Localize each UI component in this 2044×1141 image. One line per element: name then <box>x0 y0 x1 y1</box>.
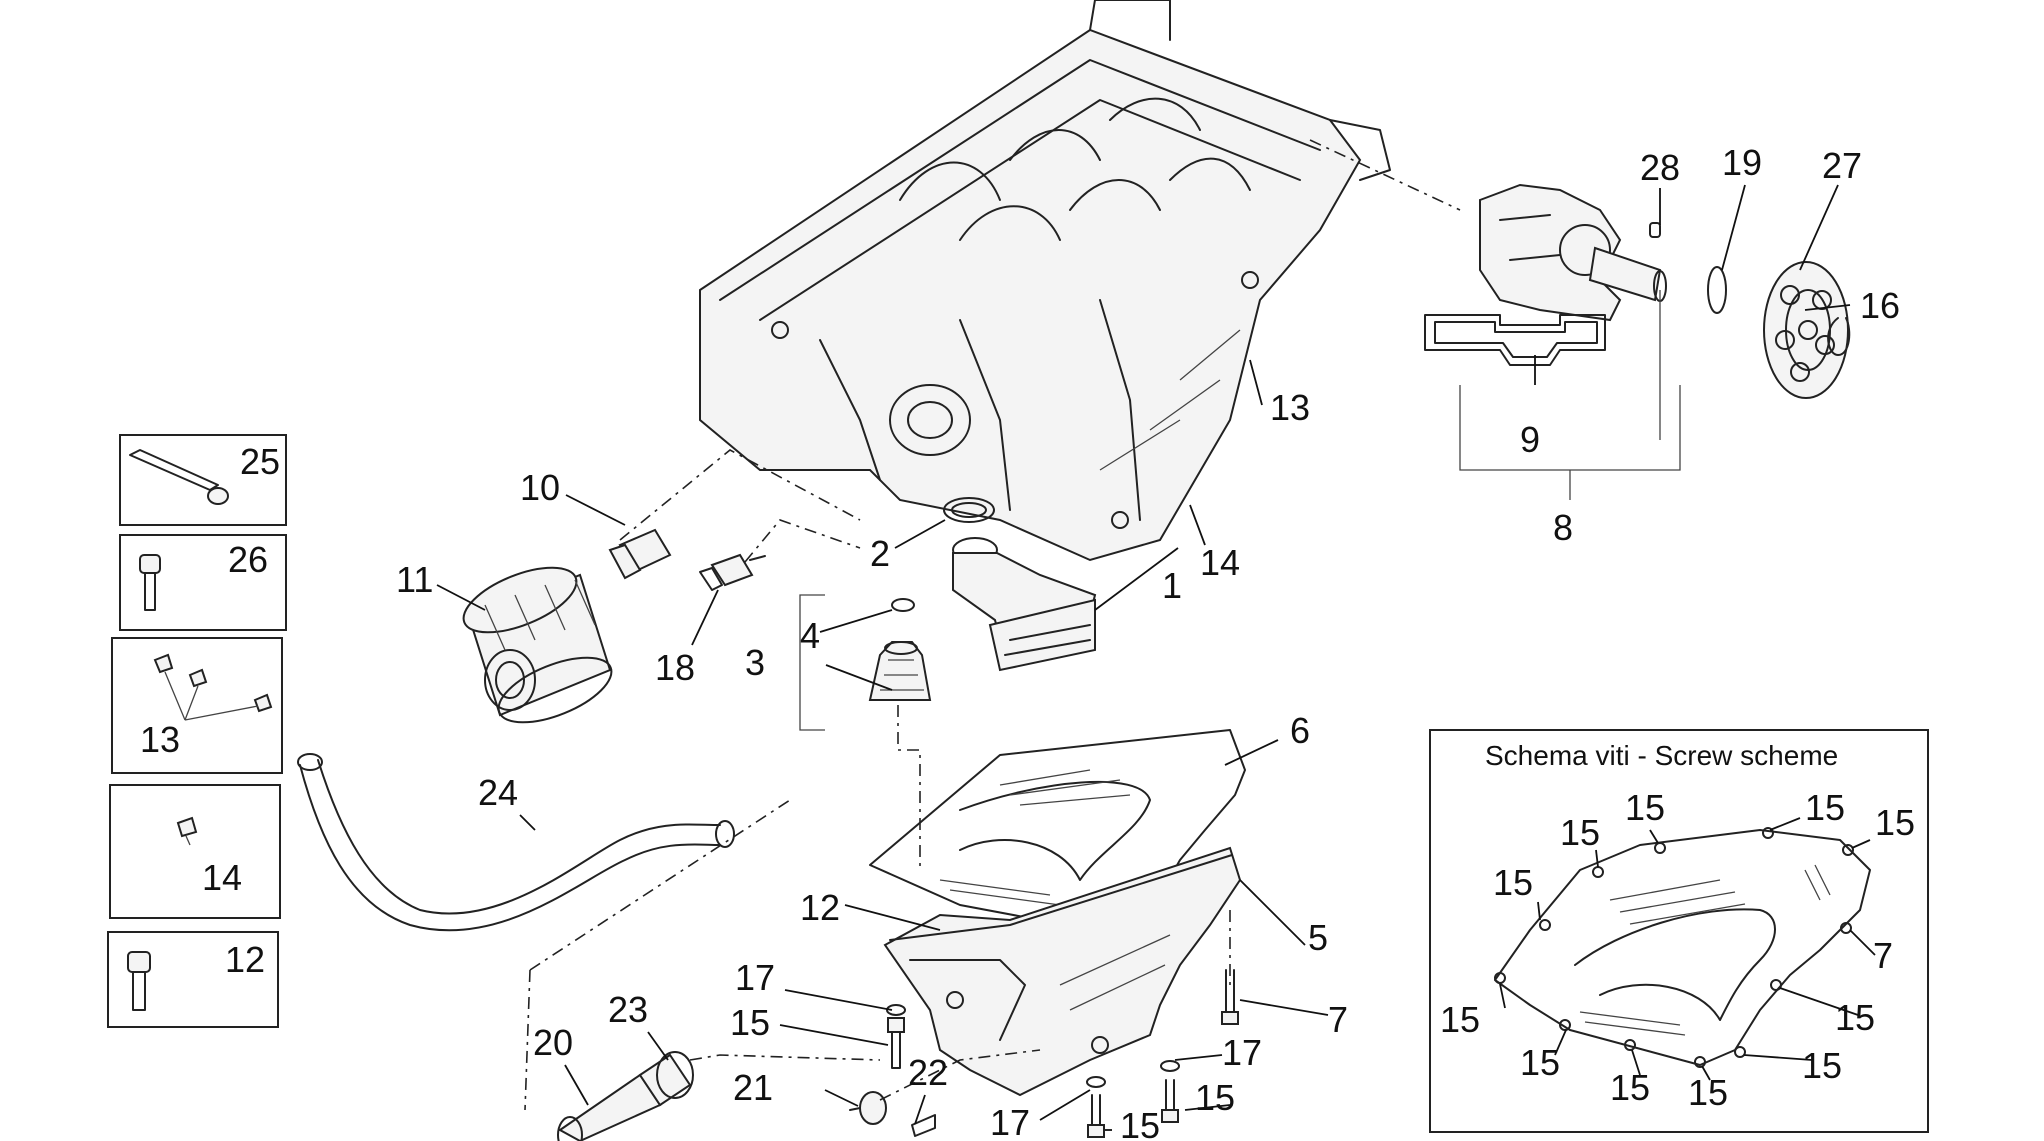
side-box-label-12: 12 <box>225 939 265 980</box>
circlip-16 <box>1827 317 1851 356</box>
strainer-3 <box>868 641 932 701</box>
callout-numbers: 1 2 3 4 5 6 7 8 9 10 11 12 13 14 15 15 1… <box>396 142 1900 1141</box>
pin-28 <box>1649 222 1661 238</box>
scheme-label-15: 15 <box>1802 1045 1842 1086</box>
callout-17: 17 <box>1222 1032 1262 1073</box>
oil-pump-cover-27 <box>1763 261 1849 399</box>
callout-11: 11 <box>396 559 433 600</box>
callout-4: 4 <box>800 615 820 656</box>
oring-4 <box>891 598 915 612</box>
callout-2: 2 <box>870 533 890 574</box>
callout-21: 21 <box>733 1067 773 1108</box>
callout-23: 23 <box>608 989 648 1030</box>
oring-19 <box>1707 266 1727 314</box>
side-box-label-25: 25 <box>240 441 280 482</box>
callout-3: 3 <box>745 642 765 683</box>
side-box-13: 13 <box>111 637 283 774</box>
scheme-label-15: 15 <box>1688 1072 1728 1113</box>
scheme-label-15: 15 <box>1520 1042 1560 1083</box>
oil-filter-drawing <box>462 566 613 724</box>
callout-7: 7 <box>1328 999 1348 1040</box>
side-box-label-13: 13 <box>140 719 180 760</box>
callout-5: 5 <box>1308 917 1328 958</box>
side-box-25: 25 <box>119 434 287 526</box>
callout-22: 22 <box>908 1052 948 1093</box>
drain-plug-21 <box>849 1091 887 1125</box>
side-box-label-14: 14 <box>202 857 242 898</box>
side-box-26: 26 <box>119 534 287 631</box>
scheme-label-15: 15 <box>1493 862 1533 903</box>
callout-18: 18 <box>655 647 695 688</box>
hose-24 <box>297 753 735 932</box>
sump-gasket-6 <box>869 729 1246 936</box>
callout-27: 27 <box>1822 145 1862 186</box>
scheme-label-15: 15 <box>1610 1067 1650 1108</box>
oil-union-10 <box>608 528 672 580</box>
callout-15: 15 <box>730 1002 770 1043</box>
callout-19: 19 <box>1722 142 1762 183</box>
callout-17: 17 <box>990 1102 1030 1141</box>
screw-scheme-title: Schema viti - Screw scheme <box>1485 740 1838 771</box>
side-box-12: 12 <box>107 931 279 1028</box>
washer-22 <box>911 1114 936 1137</box>
callout-12: 12 <box>800 887 840 928</box>
callout-9: 9 <box>1520 419 1540 460</box>
callout-15: 15 <box>1120 1105 1160 1141</box>
scheme-label-15: 15 <box>1625 787 1665 828</box>
callout-8: 8 <box>1553 507 1573 548</box>
callout-1: 1 <box>1162 565 1182 606</box>
crankcase-drawing <box>699 0 1391 562</box>
callout-28: 28 <box>1640 147 1680 188</box>
callout-24: 24 <box>478 772 518 813</box>
oil-pump-drawing <box>1309 139 1667 366</box>
oil-sensor-18 <box>699 553 766 591</box>
oring-23 <box>656 1051 694 1099</box>
scheme-label-15: 15 <box>1440 999 1480 1040</box>
drain-fitting-20 <box>557 1053 692 1141</box>
oil-sump-5 <box>883 846 1242 1097</box>
bracket-3 <box>799 594 825 731</box>
callout-10: 10 <box>520 467 560 508</box>
bolt-group <box>886 969 1239 1138</box>
callout-17: 17 <box>735 957 775 998</box>
side-box-label-26: 26 <box>228 539 268 580</box>
scheme-label-15: 15 <box>1560 812 1600 853</box>
callout-6: 6 <box>1290 710 1310 751</box>
callout-14: 14 <box>1200 542 1240 583</box>
leader-lines <box>436 184 1851 1131</box>
suction-pipe-drawing <box>943 497 1097 672</box>
side-box-14: 14 <box>109 784 281 919</box>
screw-scheme-inset: Schema viti - Screw scheme <box>1429 729 1929 1133</box>
scheme-label-15: 15 <box>1875 802 1915 843</box>
callout-16: 16 <box>1860 285 1900 326</box>
scheme-label-7: 7 <box>1873 935 1893 976</box>
bracket-8 <box>1459 385 1681 471</box>
callout-15: 15 <box>1195 1077 1235 1118</box>
callout-13: 13 <box>1270 387 1310 428</box>
scheme-label-15: 15 <box>1805 787 1845 828</box>
callout-20: 20 <box>533 1022 573 1063</box>
scheme-label-15: 15 <box>1835 997 1875 1038</box>
